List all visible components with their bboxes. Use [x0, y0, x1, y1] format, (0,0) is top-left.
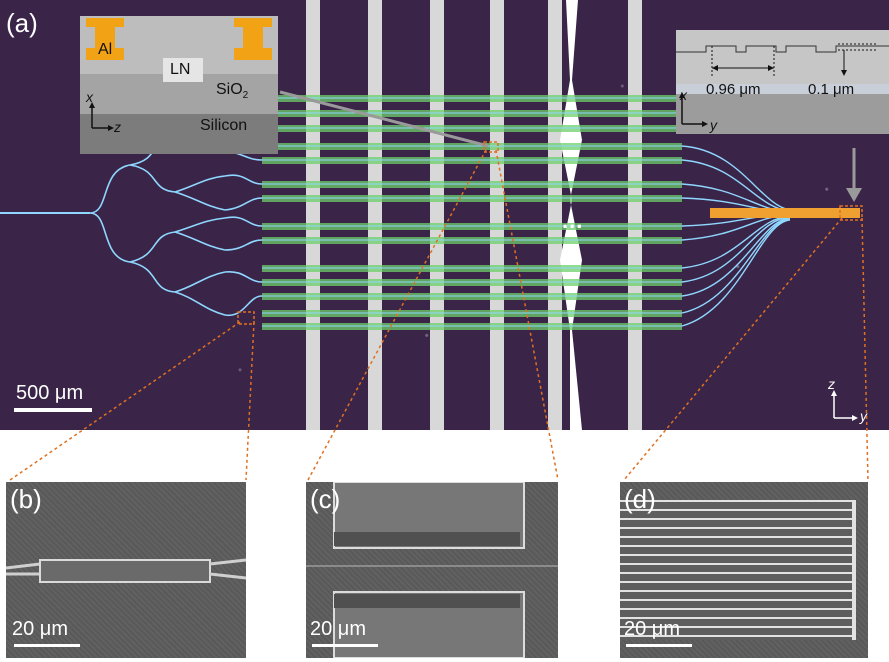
output-fan-in	[681, 145, 791, 327]
sem-panel-b: (b) 20 μm	[6, 482, 246, 658]
scale-bar-b	[14, 644, 80, 647]
scale-label-a: 500 μm	[16, 382, 84, 404]
ellipsis: ...	[562, 208, 584, 233]
grating-end	[852, 500, 856, 640]
mod-zoom-box	[483, 141, 499, 153]
axis-x-label-right: x	[680, 87, 687, 103]
scale-bar-d	[626, 644, 692, 647]
depth-label: 0.1 μm	[808, 81, 855, 98]
output-emitter	[710, 208, 860, 218]
axis-break	[560, 0, 582, 430]
grating-lines	[620, 500, 856, 640]
ln-waveguide	[163, 58, 203, 82]
grating-profile	[676, 43, 889, 127]
scale-bar-c	[312, 644, 378, 647]
panel-d-label: (d)	[624, 484, 656, 514]
silicon-label: Silicon	[200, 117, 248, 134]
axis-z: z	[828, 376, 835, 392]
scale-label-b: 20 μm	[12, 618, 68, 640]
grating-inset: 0.96 μm 0.1 μm x y	[676, 30, 889, 134]
axis-z-label: z	[114, 119, 121, 135]
axis-y-label-right: y	[710, 117, 717, 133]
mmi-splitter	[6, 558, 246, 583]
period-label: 0.96 μm	[706, 81, 761, 98]
electrode-gaps	[306, 482, 558, 658]
axis-x-label: x	[86, 89, 93, 105]
al-electrode-left	[86, 18, 124, 60]
cross-section-inset: Al LN SiO2 Silicon x z	[80, 16, 278, 154]
splitter-zoom-box	[237, 311, 255, 325]
al-electrode-right	[234, 18, 272, 60]
section-pointer	[279, 90, 489, 148]
panel-b-label: (b)	[10, 484, 42, 514]
panel-c-label: (c)	[310, 484, 341, 514]
scale-label-c: 20 μm	[310, 618, 366, 640]
silicon-layer	[80, 114, 278, 154]
emitter-zoom-box	[839, 205, 863, 221]
sem-panel-d: (d) 20 μm	[620, 482, 868, 658]
micrograph-panel-a: (a) Al LN SiO2 Silicon x z	[0, 0, 889, 430]
scale-label-d: 20 μm	[624, 618, 680, 640]
ln-label: LN	[170, 61, 191, 78]
electrode-array	[306, 0, 642, 430]
scale-bar-a	[14, 408, 92, 412]
sem-panel-c: (c) 20 μm	[306, 482, 558, 658]
panel-a-label: (a)	[6, 8, 38, 38]
axis-y: y	[860, 408, 867, 424]
waveguide-array	[262, 95, 682, 330]
sio2-label: SiO2	[216, 81, 249, 102]
axes-arrow-icon	[89, 102, 114, 131]
al-label: Al	[98, 41, 113, 58]
